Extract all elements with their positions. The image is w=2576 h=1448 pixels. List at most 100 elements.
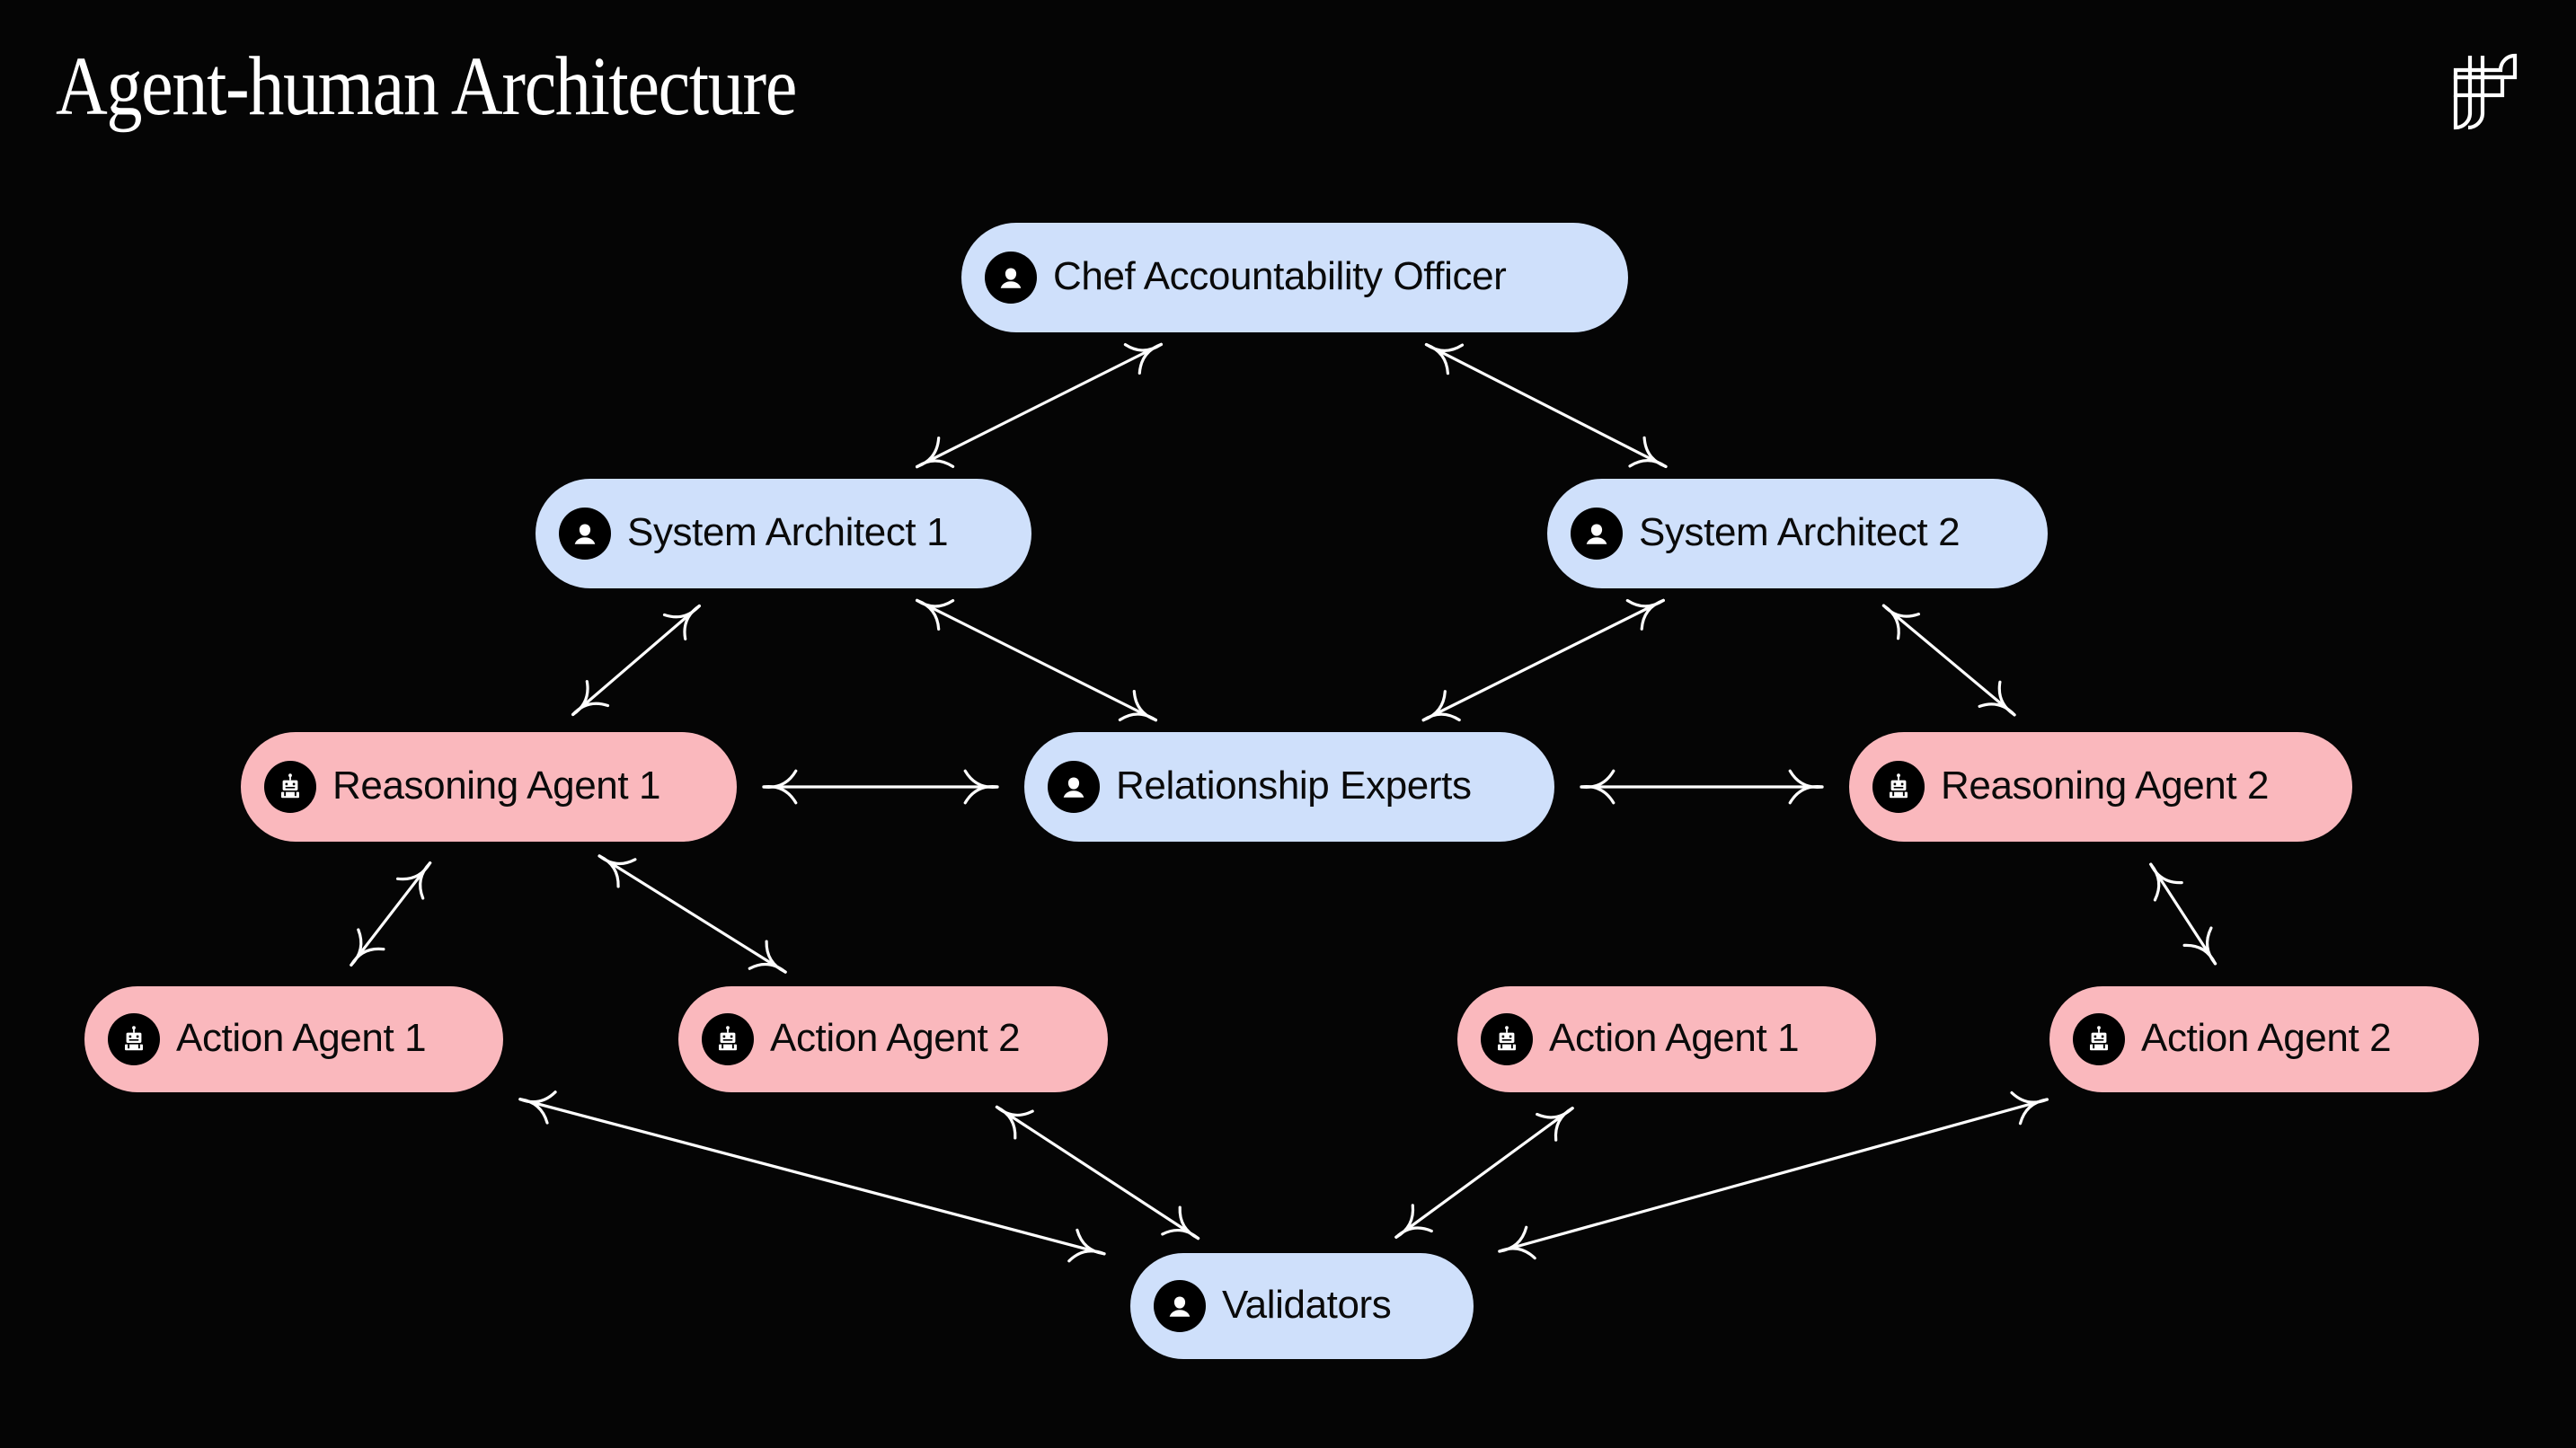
arrowhead-barb	[1424, 343, 1449, 375]
flowith-monogram-logo	[2438, 43, 2520, 133]
node-label: Action Agent 2	[2141, 1016, 2392, 1060]
robot-icon	[1872, 761, 1925, 813]
arrowhead-barb	[762, 769, 798, 789]
robot-icon	[2073, 1013, 2125, 1065]
edge-shaft	[1394, 1107, 1574, 1239]
person-icon	[1154, 1280, 1206, 1332]
arrowhead-barb	[1118, 712, 1157, 722]
edge-shaft	[2149, 862, 2217, 966]
arrowhead-barb	[1076, 1228, 1106, 1256]
arrowhead-barb	[1421, 712, 1461, 722]
arrowhead-barb	[2010, 1090, 2049, 1104]
node-arch1[interactable]: System Architect 1	[536, 479, 1031, 588]
arrowhead-barb	[1498, 1247, 1536, 1260]
arrowhead-barb	[396, 861, 432, 881]
edge-act1b-to-valid	[1394, 1107, 1574, 1239]
node-label: Validators	[1222, 1283, 1392, 1327]
node-act1a[interactable]: Action Agent 1	[84, 986, 503, 1092]
arrowhead-barb	[1138, 342, 1163, 375]
edge-shaft	[915, 598, 1158, 722]
robot-icon	[1481, 1013, 1533, 1065]
arrowhead-barb	[963, 785, 999, 805]
arrowhead-barb	[916, 598, 955, 608]
edge-shaft	[1421, 598, 1665, 722]
arrowhead-barb	[419, 861, 432, 900]
edge-rel-to-reason2	[1580, 769, 1824, 805]
arrowhead-barb	[762, 785, 798, 805]
arrowhead-barb	[350, 947, 385, 967]
arrowhead-barb	[1421, 690, 1447, 722]
edge-shaft	[1424, 343, 1668, 469]
arrowhead-barb	[1394, 1226, 1433, 1239]
arrowhead-barb	[518, 1098, 549, 1125]
arrowhead-barb	[1788, 769, 1824, 789]
edge-shaft	[571, 604, 701, 717]
edge-act2a-to-valid	[995, 1105, 1200, 1241]
arrowhead-barb	[683, 605, 701, 640]
edge-act2b-to-valid	[1498, 1090, 2049, 1260]
arrowhead-barb	[598, 854, 637, 866]
arrowhead-barb	[916, 437, 941, 469]
node-label: Action Agent 1	[176, 1016, 427, 1060]
arrowhead-barb	[1424, 343, 1465, 352]
arrowhead-barb	[1161, 1228, 1200, 1241]
edge-shaft	[1881, 604, 2016, 717]
arrowhead-barb	[1640, 598, 1665, 631]
node-label: Reasoning Agent 2	[1941, 764, 2270, 808]
edge-shaft	[518, 1098, 1106, 1256]
edge-arch1-to-reason1	[571, 604, 701, 717]
edge-chef-to-arch2	[1424, 343, 1668, 469]
arrowhead-barb	[1178, 1205, 1200, 1241]
arrowhead-barb	[1132, 690, 1157, 722]
arrowhead-barb	[2149, 862, 2161, 902]
arrowhead-barb	[1498, 1225, 1528, 1253]
arrowhead-barb	[1554, 1107, 1574, 1142]
node-reason2[interactable]: Reasoning Agent 2	[1849, 732, 2352, 842]
node-act2a[interactable]: Action Agent 2	[678, 986, 1108, 1092]
node-valid[interactable]: Validators	[1130, 1253, 1474, 1359]
edge-shaft	[915, 342, 1164, 469]
person-icon	[1048, 761, 1100, 813]
arrowhead-barb	[765, 940, 787, 974]
arrowhead-barb	[1580, 769, 1616, 789]
edge-shaft	[995, 1105, 1200, 1241]
edge-reason1-to-act1a	[350, 861, 432, 967]
person-icon	[1571, 508, 1623, 560]
arrowhead-barb	[1580, 785, 1616, 805]
arrowhead-barb	[963, 769, 999, 789]
node-label: Action Agent 2	[770, 1016, 1021, 1060]
arrowhead-barb	[748, 962, 787, 974]
edge-shaft	[598, 854, 787, 974]
node-reason1[interactable]: Reasoning Agent 1	[241, 732, 737, 842]
robot-icon	[264, 761, 316, 813]
arrowhead-barb	[1628, 459, 1668, 468]
arrowhead-barb	[662, 605, 701, 619]
arrowhead-barb	[916, 598, 941, 631]
node-label: System Architect 2	[1639, 510, 1961, 554]
arrowhead-barb	[1788, 785, 1824, 805]
page-title: Agent-human Architecture	[56, 40, 797, 133]
arrowhead-barb	[571, 702, 610, 716]
arrowhead-barb	[2205, 926, 2217, 966]
node-chef[interactable]: Chef Accountability Officer	[961, 223, 1628, 332]
edge-arch1-to-rel	[915, 598, 1158, 722]
node-arch2[interactable]: System Architect 2	[1547, 479, 2048, 588]
node-rel[interactable]: Relationship Experts	[1024, 732, 1554, 842]
arrowhead-barb	[1625, 598, 1665, 608]
arrowhead-barb	[1997, 680, 2016, 717]
arrowhead-barb	[598, 854, 620, 888]
edge-reason1-to-act2a	[598, 854, 787, 974]
node-label: Chef Accountability Officer	[1053, 254, 1507, 298]
arrowhead-barb	[2182, 943, 2217, 966]
edge-reason2-to-act2b	[2149, 862, 2217, 966]
edge-arch2-to-rel	[1421, 598, 1665, 722]
edge-arch2-to-reason2	[1881, 604, 2016, 717]
node-act2b[interactable]: Action Agent 2	[2049, 986, 2479, 1092]
robot-icon	[702, 1013, 754, 1065]
edge-reason1-to-rel	[762, 769, 999, 805]
arrowhead-barb	[1642, 436, 1668, 468]
node-act1b[interactable]: Action Agent 1	[1457, 986, 1876, 1092]
arrowhead-barb	[2018, 1098, 2049, 1126]
arrowhead-barb	[571, 680, 589, 716]
